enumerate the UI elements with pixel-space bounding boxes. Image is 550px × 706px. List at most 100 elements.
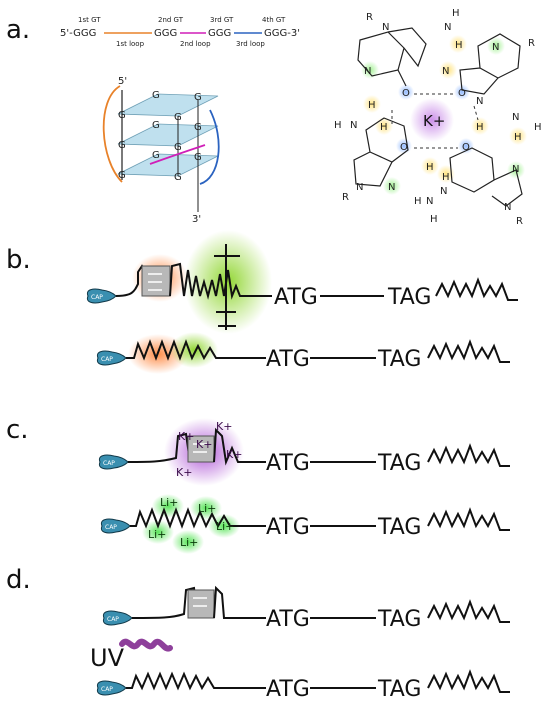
cap-label: CAP bbox=[91, 294, 103, 301]
atom-label: N bbox=[512, 112, 519, 123]
atom-label: N bbox=[504, 202, 511, 213]
g-base: G bbox=[152, 150, 160, 161]
k-ion: K+ bbox=[196, 438, 212, 451]
atom-label: R bbox=[528, 38, 535, 49]
k-ion: K+ bbox=[176, 466, 192, 479]
g-tetrad: K+ R N H N H N N O N R O N bbox=[334, 8, 542, 227]
center-k-ion: K+ bbox=[423, 112, 445, 130]
mrna-d1: CAP ATG TAG bbox=[102, 585, 510, 632]
start-codon-c2: ATG bbox=[266, 515, 310, 540]
li-ion: Li+ bbox=[148, 528, 166, 541]
k-ion-glow bbox=[410, 98, 454, 142]
atom-label: R bbox=[516, 216, 523, 227]
g-base: G bbox=[118, 170, 126, 181]
loop-3-curve bbox=[199, 109, 220, 185]
g-quadruplex-box bbox=[187, 589, 215, 619]
g-base: G bbox=[194, 152, 202, 163]
atom-label: H bbox=[368, 100, 376, 111]
atom-label: H bbox=[455, 40, 463, 51]
atom-label: H bbox=[430, 214, 438, 225]
atom-label: N bbox=[444, 22, 451, 33]
g-quadruplex-structure: 5' 3' G G G G G G G G G G G G bbox=[102, 76, 220, 225]
atom-label: N bbox=[382, 22, 389, 33]
seq-segment-2: GGG bbox=[154, 28, 177, 39]
k-ion: K+ bbox=[178, 430, 194, 443]
g-quadruplex-box bbox=[141, 265, 171, 297]
cap-label: CAP bbox=[105, 524, 117, 531]
panel-label-d: d. bbox=[6, 565, 31, 595]
atom-label: R bbox=[366, 12, 373, 23]
atom-label: N bbox=[426, 196, 433, 207]
atom-label: N bbox=[350, 120, 357, 131]
atom-label: N bbox=[364, 66, 371, 77]
g-base: G bbox=[118, 140, 126, 151]
tetrad-plane-1 bbox=[117, 93, 219, 117]
loop-label-3: 3rd loop bbox=[236, 40, 265, 48]
loop-label-2: 2nd loop bbox=[180, 40, 211, 48]
cap-label: CAP bbox=[103, 460, 115, 467]
g-quadruplex-box bbox=[187, 435, 215, 463]
uv-wave-icon bbox=[119, 638, 173, 652]
loop-2-curve bbox=[149, 144, 206, 165]
g-base: G bbox=[194, 92, 202, 103]
atom-label: N bbox=[476, 96, 483, 107]
atom-label: N bbox=[512, 164, 519, 175]
atom-label: H bbox=[334, 120, 342, 131]
atom-label: N bbox=[442, 66, 449, 77]
mrna-c2: CAP Li+ Li+ Li+ Li+ Li+ ATG TAG bbox=[100, 494, 510, 554]
gt-label-4: 4th GT bbox=[262, 16, 286, 24]
cap-label: CAP bbox=[101, 686, 113, 693]
start-codon-d2: ATG bbox=[266, 677, 310, 702]
stop-codon-b1: TAG bbox=[387, 285, 431, 310]
mrna-b2: CAP ATG TAG bbox=[96, 332, 510, 374]
gt-label-1: 1st GT bbox=[78, 16, 101, 24]
atom-label: N bbox=[388, 182, 395, 193]
g-base: G bbox=[118, 110, 126, 121]
three-prime-label: 3' bbox=[192, 214, 201, 225]
atom-label: O bbox=[400, 142, 408, 153]
atom-label: N bbox=[356, 182, 363, 193]
li-ion: Li+ bbox=[198, 502, 216, 515]
atom-label: O bbox=[402, 88, 410, 99]
gt-label-2: 2nd GT bbox=[158, 16, 184, 24]
panel-label-a: a. bbox=[6, 15, 30, 45]
atom-label: H bbox=[414, 196, 422, 207]
stop-codon-c2: TAG bbox=[377, 515, 421, 540]
mrna-b1: CAP ATG TAG bbox=[86, 230, 518, 334]
uv-light: UV bbox=[90, 638, 173, 672]
atom-label: O bbox=[458, 88, 466, 99]
g-base: G bbox=[152, 120, 160, 131]
g-base: G bbox=[174, 142, 182, 153]
start-codon-b1: ATG bbox=[274, 285, 318, 310]
g-base: G bbox=[174, 172, 182, 183]
five-prime-label: 5' bbox=[118, 76, 127, 87]
stop-codon-d2: TAG bbox=[377, 677, 421, 702]
mrna-d2: CAP ATG TAG bbox=[96, 669, 510, 702]
stop-codon-d1: TAG bbox=[377, 607, 421, 632]
gt-label-3: 3rd GT bbox=[210, 16, 234, 24]
loop-1-curve bbox=[102, 85, 123, 183]
seq-segment-3: GGG bbox=[208, 28, 231, 39]
atom-label: H bbox=[514, 132, 522, 143]
g-base: G bbox=[174, 112, 182, 123]
stop-codon-b2: TAG bbox=[377, 347, 421, 372]
li-ion: Li+ bbox=[180, 536, 198, 549]
loop-label-1: 1st loop bbox=[116, 40, 145, 48]
sequence-diagram: 1st GT 2nd GT 3rd GT 4th GT 5'-GGG GGG G… bbox=[60, 16, 300, 48]
k-ion: K+ bbox=[226, 448, 242, 461]
g-base: G bbox=[194, 122, 202, 133]
atom-label: H bbox=[452, 8, 460, 19]
tetrad-plane-2 bbox=[117, 123, 219, 147]
panel-label-b: b. bbox=[6, 245, 31, 275]
seq-segment-1: 5'-GGG bbox=[60, 28, 96, 39]
atom-label: N bbox=[492, 42, 499, 53]
mrna-c1: CAP K+ K+ K+ K+ K+ ATG TAG bbox=[98, 418, 510, 486]
atom-label: H bbox=[476, 122, 484, 133]
atom-label: H bbox=[442, 172, 450, 183]
start-codon-d1: ATG bbox=[266, 607, 310, 632]
li-ion: Li+ bbox=[216, 520, 234, 533]
atom-label: N bbox=[440, 186, 447, 197]
atom-label: R bbox=[342, 192, 349, 203]
uv-label: UV bbox=[90, 644, 125, 672]
